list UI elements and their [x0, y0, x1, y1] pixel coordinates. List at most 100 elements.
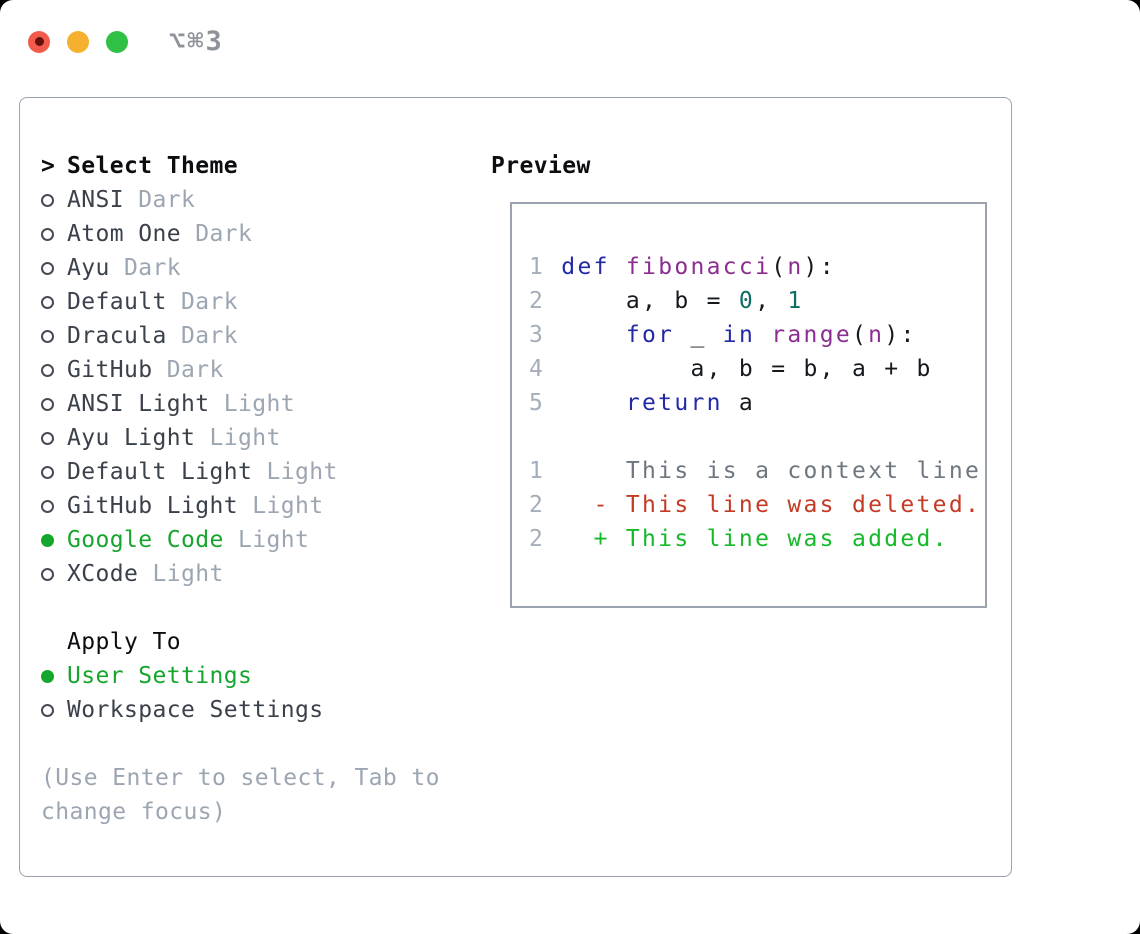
code-token-keyword: return — [625, 390, 723, 416]
code-token-function: n — [868, 322, 885, 348]
apply-to-header: Apply To — [41, 625, 440, 659]
theme-option-ansi-dark[interactable]: ANSI Dark — [41, 183, 440, 217]
theme-option-default-dark[interactable]: Default Dark — [41, 285, 440, 319]
radio-icon — [41, 567, 54, 581]
code-line — [529, 420, 985, 454]
close-button[interactable] — [28, 30, 50, 53]
code-line: 2 + This line was added. — [529, 522, 985, 556]
option-label: Default — [67, 289, 167, 315]
code-token-context: This is a context line. — [561, 458, 987, 484]
theme-option-google-code-light[interactable]: Google Code Light — [41, 523, 440, 557]
focus-chevron-icon: > — [41, 153, 56, 179]
titlebar: ⌥⌘3 — [28, 26, 224, 57]
line-number: 3 — [529, 322, 562, 348]
preview-title: Preview — [491, 153, 591, 179]
theme-option-xcode-light[interactable]: XCode Light — [41, 557, 440, 591]
code-line: 2 - This line was deleted. — [529, 488, 985, 522]
option-variant-label: Dark — [166, 323, 238, 349]
theme-option-atom-one-dark[interactable]: Atom One Dark — [41, 217, 440, 251]
option-variant-label: Light — [223, 527, 310, 553]
apply-option-workspace-settings[interactable]: Workspace Settings — [41, 693, 440, 727]
apply-option-user-settings[interactable]: User Settings — [41, 659, 440, 693]
code-line: 4 a, b = b, a + b — [529, 352, 985, 386]
option-variant-label: Light — [252, 459, 338, 485]
radio-selected-icon — [41, 533, 54, 547]
theme-option-dracula-dark[interactable]: Dracula Dark — [41, 319, 440, 353]
line-number: 4 — [529, 356, 562, 382]
option-label: Ayu Light — [67, 425, 196, 451]
code-token-plain — [755, 322, 771, 348]
code-token-plain: ): — [803, 254, 836, 280]
hint-line: (Use Enter to select, Tab to — [41, 765, 440, 791]
apply-to-title: Apply To — [67, 629, 181, 655]
theme-list-title: Select Theme — [67, 153, 238, 179]
option-label: User Settings — [67, 663, 253, 689]
option-variant-label: Light — [138, 561, 224, 587]
theme-option-default-light-light[interactable]: Default Light Light — [41, 455, 440, 489]
code-token-function: range — [771, 322, 852, 348]
option-variant-label: Dark — [152, 357, 224, 383]
record-dot-icon — [34, 37, 44, 46]
code-token-deleted: - This line was deleted. — [561, 492, 982, 518]
code-token-plain — [561, 390, 626, 416]
option-label: Dracula — [67, 323, 167, 349]
radio-icon — [41, 193, 54, 207]
option-label: GitHub — [67, 357, 153, 383]
theme-option-ayu-dark[interactable]: Ayu Dark — [41, 251, 440, 285]
theme-option-github-dark[interactable]: GitHub Dark — [41, 353, 440, 387]
line-number: 2 — [529, 526, 562, 552]
code-token-plain: a, b = — [561, 288, 739, 314]
code-token-function: fibonacci — [625, 254, 772, 280]
option-variant-label: Light — [237, 493, 324, 519]
radio-icon — [41, 499, 54, 513]
radio-icon — [41, 261, 54, 275]
code-token-plain: ): — [884, 322, 917, 348]
radio-icon — [41, 295, 54, 309]
zoom-button[interactable] — [106, 30, 128, 53]
theme-option-ayu-light-light[interactable]: Ayu Light Light — [41, 421, 440, 455]
theme-option-ansi-light-light[interactable]: ANSI Light Light — [41, 387, 440, 421]
code-token-function: n — [787, 254, 804, 280]
hint-line: change focus) — [41, 799, 227, 825]
option-variant-label: Dark — [124, 187, 196, 213]
radio-selected-icon — [41, 669, 54, 683]
code-token-keyword: def — [561, 254, 610, 280]
code-line: 5 return a — [529, 386, 985, 420]
line-number: 1 — [529, 458, 562, 484]
line-number: 1 — [529, 254, 562, 280]
theme-option-github-light-light[interactable]: GitHub Light Light — [41, 489, 440, 523]
code-token-plain: a, b = b, a + b — [561, 356, 933, 382]
option-label: XCode — [67, 561, 139, 587]
code-token-plain — [610, 254, 626, 280]
option-label: Workspace Settings — [67, 697, 324, 723]
radio-icon — [41, 703, 54, 717]
minimize-button[interactable] — [67, 30, 89, 53]
code-line: 3 for _ in range(n): — [529, 318, 985, 352]
option-label: GitHub Light — [67, 493, 238, 519]
option-variant-label: Dark — [180, 221, 253, 247]
radio-icon — [41, 329, 54, 343]
radio-icon — [41, 465, 54, 479]
line-number: 5 — [529, 390, 562, 416]
option-variant-label: Dark — [166, 289, 238, 315]
code-token-plain: ( — [771, 254, 788, 280]
code-token-added: + This line was added. — [561, 526, 949, 552]
theme-list-header: > Select Theme — [41, 149, 440, 183]
code-token-plain: , — [755, 288, 788, 314]
radio-icon — [41, 431, 54, 445]
code-token-plain — [561, 322, 626, 348]
option-variant-label: Light — [209, 391, 295, 417]
code-token-plain: ( — [852, 322, 869, 348]
option-variant-label: Light — [195, 425, 281, 451]
code-token-number: 1 — [787, 288, 804, 314]
radio-icon — [41, 227, 54, 241]
line-number: 2 — [529, 492, 562, 518]
option-variant-label: Dark — [109, 255, 181, 281]
